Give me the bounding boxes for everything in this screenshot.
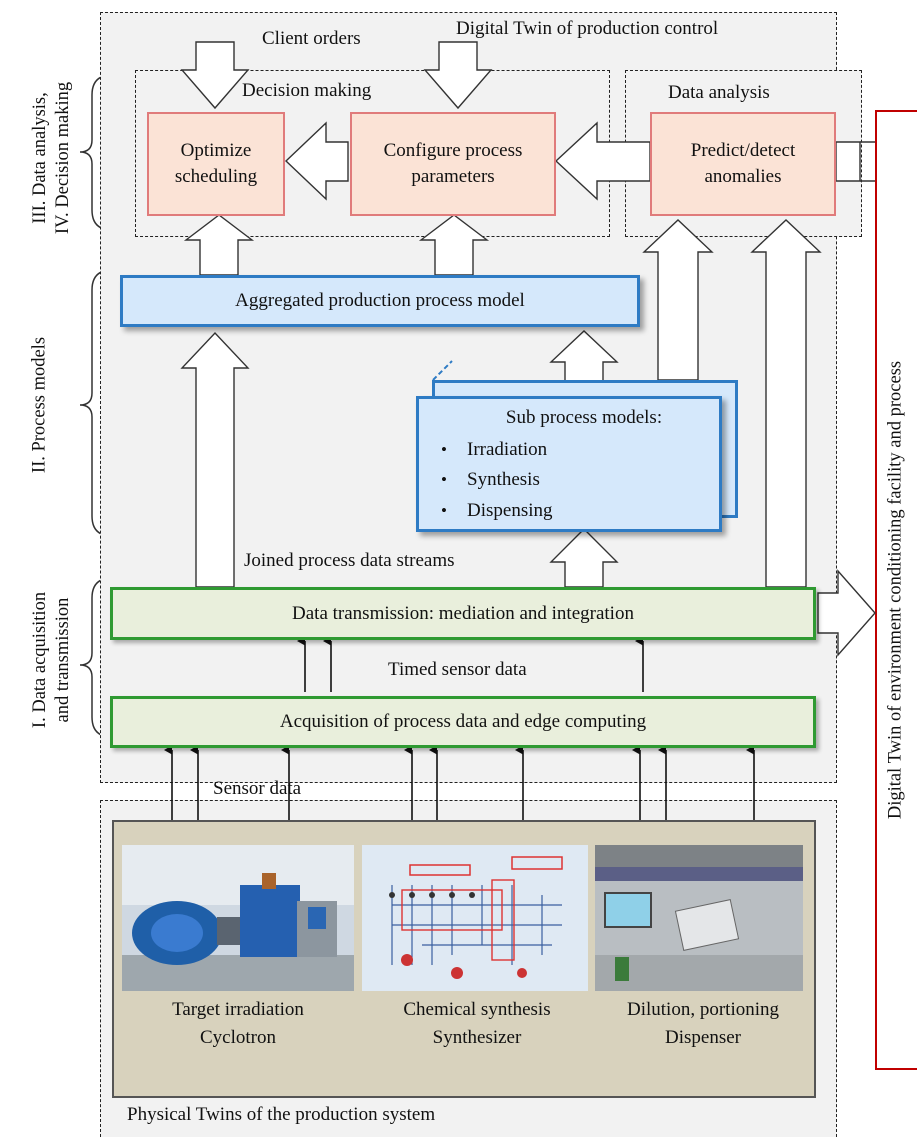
sensor-data-label: Sensor data [213, 778, 302, 799]
digital-twin-title: Digital Twin of production control [452, 18, 723, 40]
aggregated-to-optimize-arrow [183, 214, 255, 276]
predict-to-environment-arrow [835, 141, 861, 182]
acquisition-box: Acquisition of process data and edge com… [110, 696, 816, 748]
transmission-to-predict-arrow-1 [642, 219, 714, 381]
sub-model-item: Dispensing [441, 496, 709, 526]
environment-twin-panel [875, 110, 917, 1070]
client-order-arrow-2 [423, 41, 493, 110]
predict-environment-connector [860, 141, 875, 182]
transmission-to-environment-arrow [817, 569, 876, 657]
configure-to-optimize-arrow [284, 121, 349, 201]
aggregated-model-box: Aggregated production process model [120, 275, 640, 327]
data-transmission-box: Data transmission: mediation and integra… [110, 587, 816, 640]
sub-model-item: Irradiation [441, 435, 709, 465]
client-orders-label: Client orders [262, 28, 361, 49]
transmission-to-submodels-arrow [549, 528, 619, 588]
submodels-to-aggregated-arrow [549, 330, 619, 383]
layer-braces [79, 76, 100, 736]
timed-sensor-label: Timed sensor data [388, 659, 527, 680]
transmission-to-aggregated-arrow [180, 331, 250, 588]
predict-to-configure-arrow [554, 121, 651, 201]
transmission-to-predict-arrow-2 [750, 219, 822, 588]
physical-twins-title: Physical Twins of the production system [127, 1104, 436, 1125]
sub-model-item: Synthesis [441, 465, 709, 495]
client-order-arrow-1 [180, 41, 250, 110]
cyclotron-photo [122, 845, 354, 991]
joined-streams-label: Joined process data streams [244, 550, 455, 571]
synthesizer-schematic [362, 845, 588, 991]
decision-making-title: Decision making [242, 80, 372, 101]
sub-models-box: Sub process models: Irradiation Synthesi… [416, 396, 722, 532]
dispenser-photo [595, 845, 803, 991]
data-analysis-title: Data analysis [668, 82, 770, 103]
aggregated-to-configure-arrow [418, 214, 490, 276]
